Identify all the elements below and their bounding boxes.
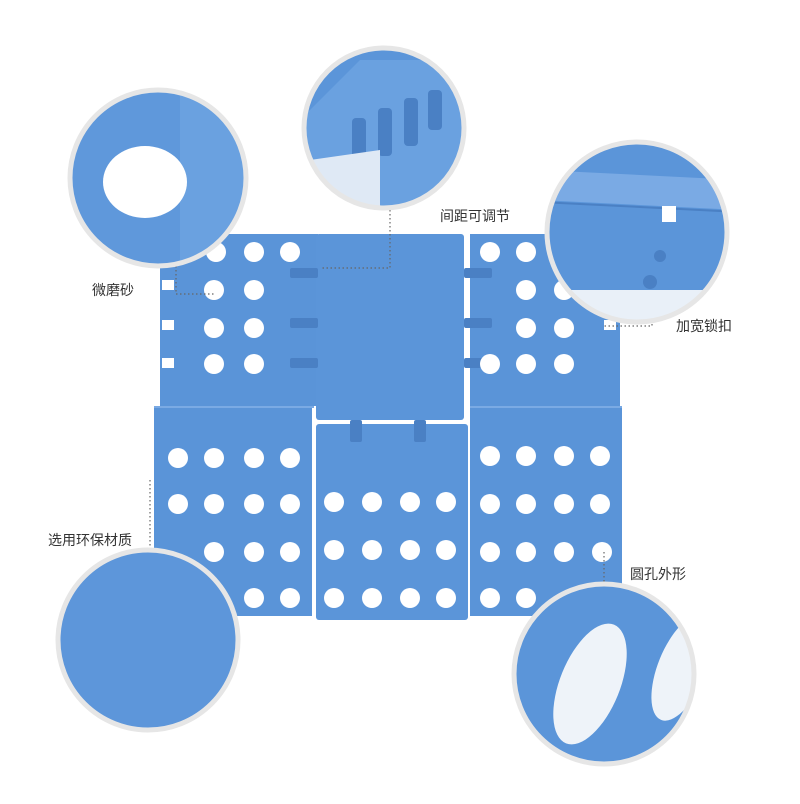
label-adjustable-spacing: 间距可调节 xyxy=(440,209,510,225)
center-upper-panel xyxy=(316,234,464,420)
center-lower-panel xyxy=(316,424,468,620)
folding-board xyxy=(154,234,622,620)
label-eco-material: 选用环保材质 xyxy=(48,533,132,549)
callout-adjustable-spacing xyxy=(301,45,467,211)
round-holes xyxy=(168,242,612,608)
callout-eco-material xyxy=(55,547,241,733)
label-micro-frosted: 微磨砂 xyxy=(92,283,134,299)
hinge-clips xyxy=(290,268,492,442)
callout-round-hole xyxy=(511,581,697,767)
label-round-hole: 圆孔外形 xyxy=(630,567,686,583)
label-widen-lock: 加宽锁扣 xyxy=(676,319,732,335)
